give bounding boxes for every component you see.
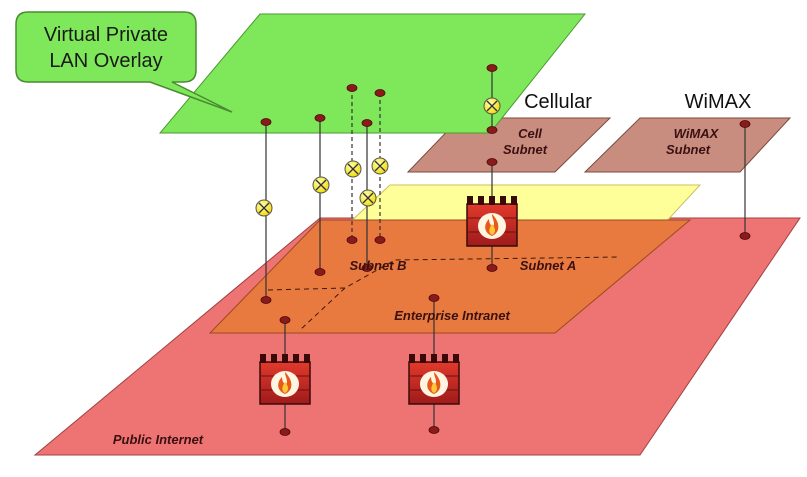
subnet-b-label: Subnet B [349,258,406,273]
blocked-link-icon [344,160,362,178]
wimax-subnet-label-1: WiMAX [674,126,720,141]
cell-subnet-label-1: Cell [518,126,542,141]
node-icon [486,264,498,272]
node-icon [279,428,291,436]
firewall-icon [408,353,460,405]
node-icon [428,426,440,434]
cell-subnet-label-2: Subnet [503,142,548,157]
cellular-title: Cellular [524,91,592,113]
network-nodes [260,64,751,436]
node-icon [739,232,751,240]
wimax-subnet-plane [583,117,792,173]
node-icon [314,268,326,276]
enterprise-intranet-plane [208,219,692,334]
node-icon [279,316,291,324]
node-icon [361,264,373,272]
wimax-title: WiMAX [685,91,752,113]
node-icon [486,158,498,166]
vpn-overlay-plane [158,13,587,134]
blocked-link-icon [371,157,389,175]
firewall-icon [259,353,311,405]
blocked-link-icon [312,176,330,194]
node-icon [260,296,272,304]
subnet-a-label: Subnet A [520,258,577,273]
callout-line-2: LAN Overlay [49,50,162,72]
subnet-divider [267,256,621,291]
node-icon [374,89,386,97]
node-icon [260,118,272,126]
node-icon [314,114,326,122]
subnet-divider-vertical [299,287,346,331]
blocked-link-icon [255,199,273,217]
node-icon [374,236,386,244]
enterprise-intranet-label: Enterprise Intranet [394,308,510,323]
blocked-link-icon [483,97,501,115]
node-icon [428,294,440,302]
wimax-subnet-label-2: Subnet [666,142,711,157]
blocked-link-icon [359,189,377,207]
node-icon [486,64,498,72]
callout-line-1: Virtual Private [44,24,168,46]
node-icon [361,119,373,127]
node-icon [346,236,358,244]
node-icon [739,120,751,128]
node-icon [486,126,498,134]
firewall-icon [466,195,518,247]
public-internet-label: Public Internet [113,432,204,447]
overlay-callout: Virtual Private LAN Overlay [15,11,233,113]
node-icon [346,84,358,92]
